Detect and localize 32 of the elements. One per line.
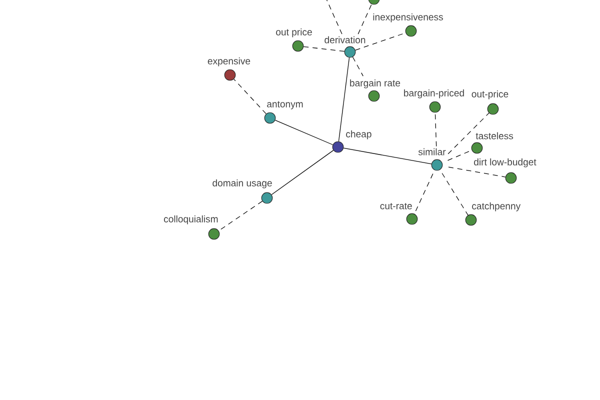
connector-line	[218, 200, 263, 232]
node-label: expensive	[208, 57, 250, 66]
connector-line	[434, 112, 437, 147]
node-label: inexpensiveness	[373, 13, 443, 22]
node-label: dirt low-budget	[474, 158, 536, 168]
connector-line	[324, 0, 342, 34]
node-label: bargain-priced	[404, 89, 464, 98]
connector-line	[448, 166, 506, 178]
connector-line	[442, 172, 468, 216]
connector-line	[355, 32, 406, 50]
node-label: derivation	[324, 36, 366, 44]
connector-line	[271, 150, 334, 195]
connector-line	[447, 150, 472, 161]
node-label: out price	[276, 28, 312, 38]
node-label: cheap	[346, 130, 372, 140]
node-label: out-price	[472, 90, 508, 100]
connector-line	[343, 148, 432, 164]
connector-line	[448, 112, 490, 154]
node-label: domain usage	[212, 179, 272, 188]
node-label: bargain rate	[350, 79, 400, 88]
node-label: similar	[418, 148, 446, 156]
connector-line	[352, 56, 364, 76]
node-label: cut-rate	[380, 203, 412, 210]
node-label: colloquialism	[164, 215, 218, 224]
connector-line	[274, 120, 334, 146]
connector-line	[415, 173, 434, 212]
node-label: catchpenny	[472, 202, 521, 212]
connector-line	[303, 46, 345, 52]
node-label: antonym	[267, 101, 303, 110]
connector-line	[234, 78, 266, 114]
node-label: tasteless	[476, 132, 514, 140]
connector-line	[338, 57, 350, 142]
